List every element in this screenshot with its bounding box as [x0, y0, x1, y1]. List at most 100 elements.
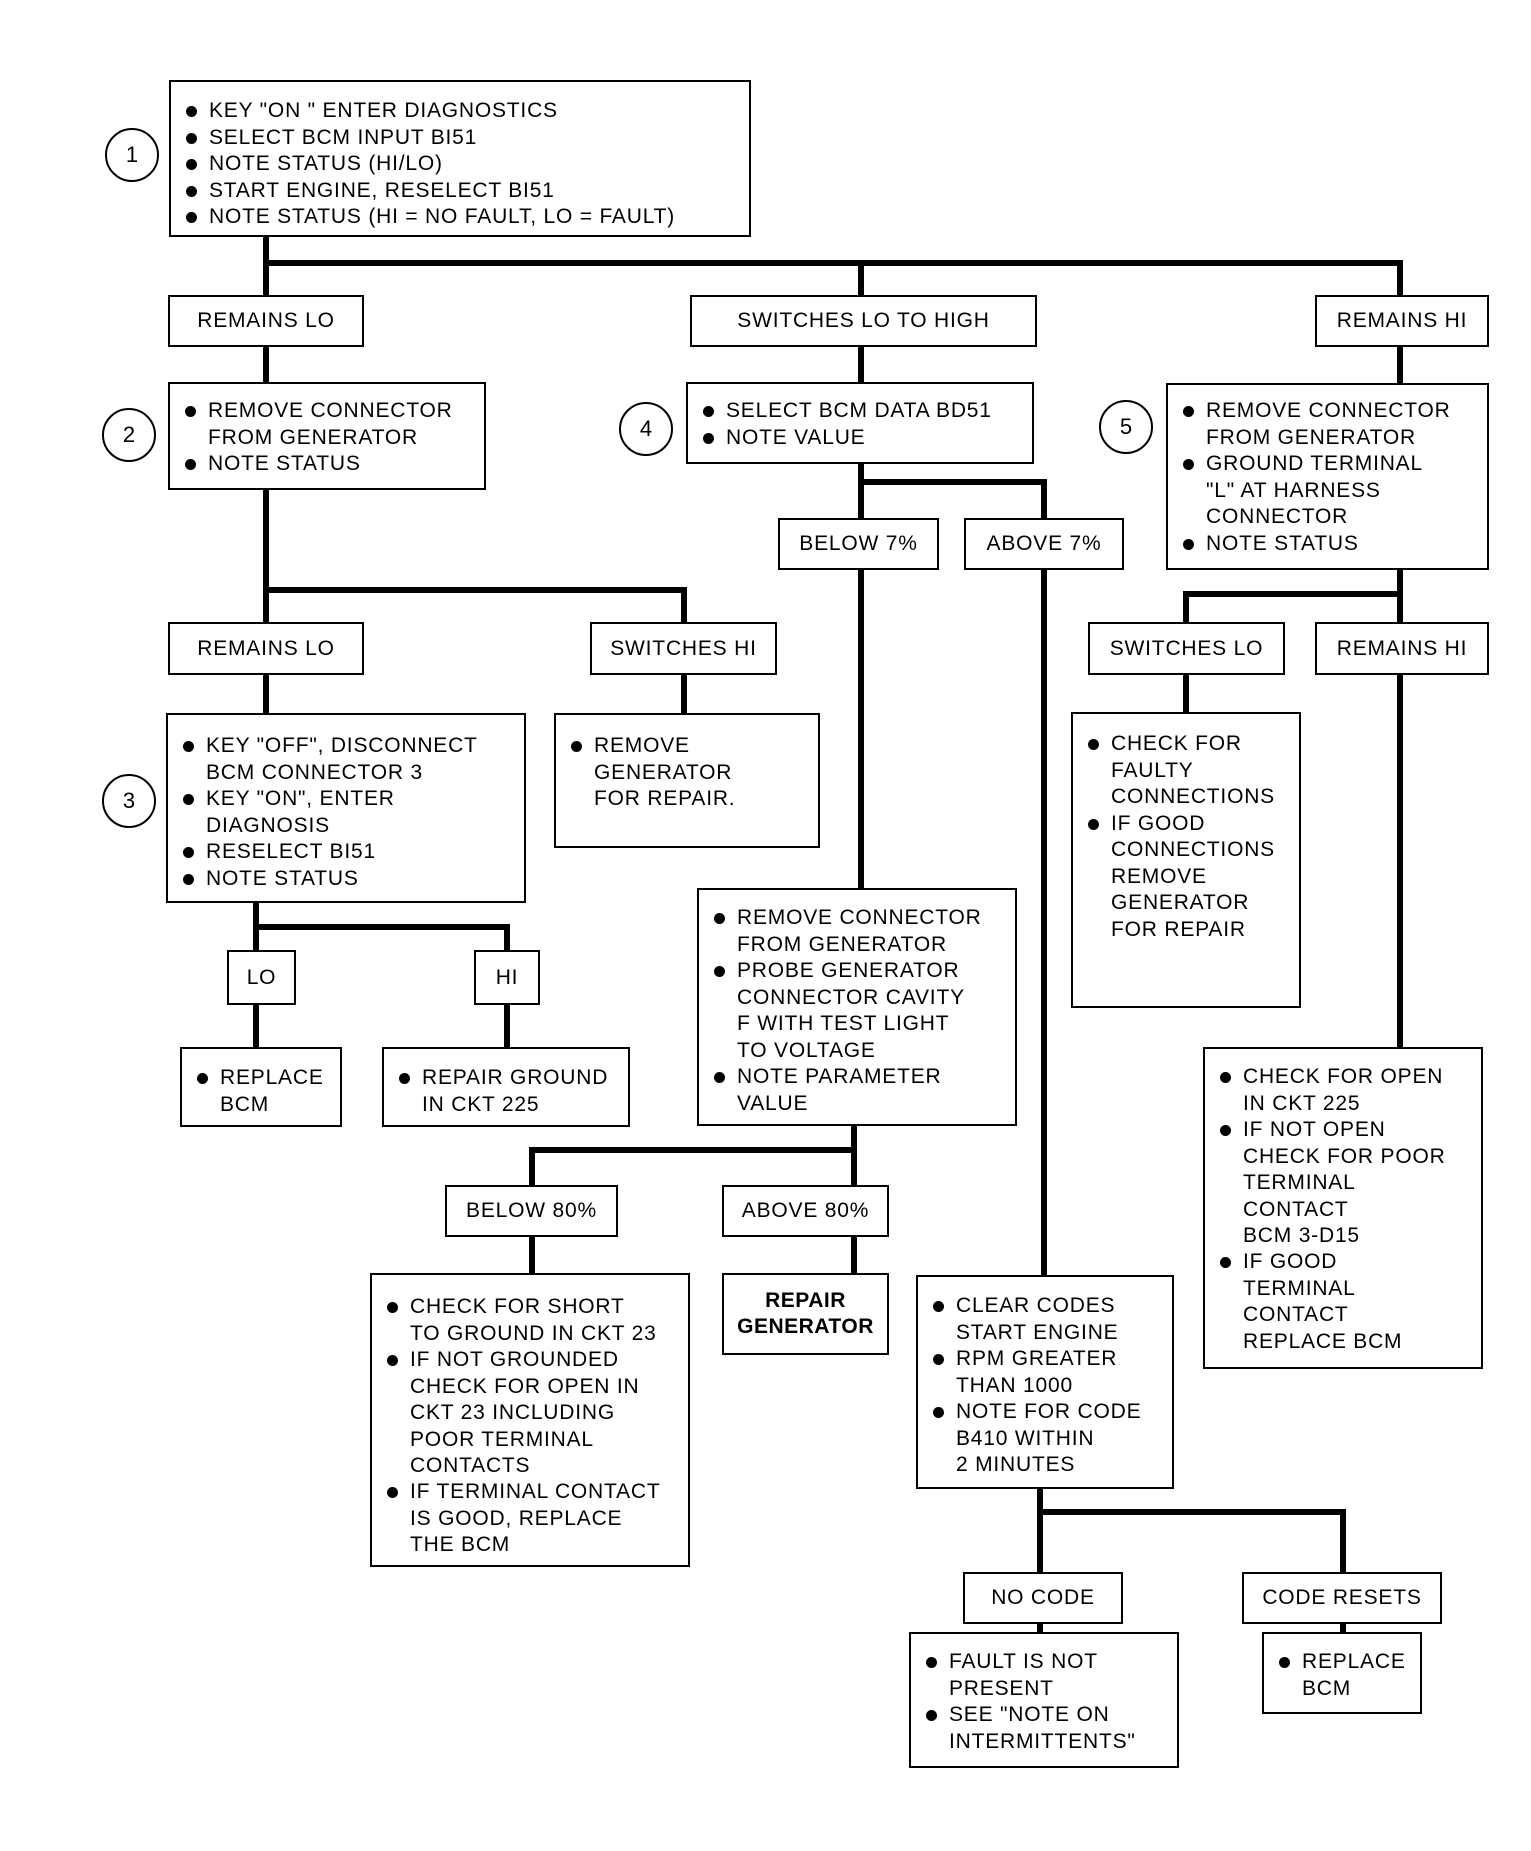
bullet-item: NOTE VALUE — [703, 425, 1026, 452]
bullet-text: CHECK FOR FAULTY CONNECTIONS — [1111, 732, 1275, 808]
label-remains-hi-2: REMAINS HI — [1315, 622, 1489, 675]
step3-box: KEY "OFF", DISCONNECT BCM CONNECTOR 3 KE… — [166, 713, 526, 903]
bullet-dot — [933, 1354, 944, 1365]
bullet-dot — [387, 1355, 398, 1366]
bullet-item: REMOVE GENERATOR FOR REPAIR. — [571, 733, 812, 813]
bullet-text: CLEAR CODES START ENGINE — [956, 1294, 1119, 1344]
bullet-text: GROUND TERMINAL "L" AT HARNESS CONNECTOR — [1206, 452, 1423, 528]
bullet-text: IF NOT GROUNDED CHECK FOR OPEN IN CKT 23… — [410, 1348, 640, 1477]
step2-box: REMOVE CONNECTOR FROM GENERATOR NOTE STA… — [168, 382, 486, 490]
step4-box: SELECT BCM DATA BD51 NOTE VALUE — [686, 382, 1034, 464]
bullet-dot — [933, 1407, 944, 1418]
bullet-text: SELECT BCM DATA BD51 — [726, 399, 992, 422]
step-number-3: 3 — [102, 774, 156, 828]
bullet-dot — [185, 459, 196, 470]
bullet-text: SEE "NOTE ON INTERMITTENTS" — [949, 1703, 1136, 1753]
bullet-item: KEY "ON " ENTER DIAGNOSTICS — [186, 98, 743, 125]
bullet-dot — [714, 913, 725, 924]
bullet-text: REMOVE GENERATOR FOR REPAIR. — [594, 734, 736, 810]
bullet-item: SELECT BCM INPUT BI51 — [186, 125, 743, 152]
bullet-item: START ENGINE, RESELECT BI51 — [186, 178, 743, 205]
bullet-item: REMOVE CONNECTOR FROM GENERATOR — [1183, 398, 1481, 451]
bullet-item: NOTE STATUS (HI = NO FAULT, LO = FAULT) — [186, 204, 743, 231]
bullet-item: KEY "OFF", DISCONNECT BCM CONNECTOR 3 — [183, 733, 518, 786]
label-code-resets: CODE RESETS — [1242, 1572, 1442, 1624]
bullet-item: CHECK FOR SHORT TO GROUND IN CKT 23 — [387, 1294, 682, 1347]
bullet-item: NOTE STATUS — [185, 451, 478, 478]
repair-ground-box: REPAIR GROUND IN CKT 225 — [382, 1047, 630, 1127]
bullet-dot — [186, 132, 197, 144]
bullet-text: NOTE STATUS — [206, 866, 359, 890]
bullet-dot — [1183, 459, 1194, 470]
bullet-dot — [1183, 539, 1194, 550]
bullet-text: RESELECT BI51 — [206, 840, 376, 863]
bullet-dot — [1088, 739, 1099, 750]
bullet-text: KEY "ON", ENTER DIAGNOSIS — [206, 787, 395, 837]
bullet-text: IF NOT OPEN CHECK FOR POOR TERMINAL CONT… — [1243, 1118, 1446, 1247]
label-remains-hi: REMAINS HI — [1315, 295, 1489, 347]
bullet-text: IF TERMINAL CONTACT IS GOOD, REPLACE THE… — [410, 1480, 661, 1556]
bullet-item: NOTE STATUS — [183, 866, 518, 893]
check-faulty-connections-box: CHECK FOR FAULTY CONNECTIONS IF GOOD CON… — [1071, 712, 1301, 1008]
label-switches-hi: SWITCHES HI — [590, 622, 777, 675]
bullet-text: REPAIR GROUND IN CKT 225 — [422, 1066, 609, 1116]
bullet-item: PROBE GENERATOR CONNECTOR CAVITY F WITH … — [714, 958, 1009, 1064]
bullet-text: START ENGINE, RESELECT BI51 — [209, 178, 555, 202]
bullet-dot — [185, 406, 196, 417]
bullet-dot — [1220, 1072, 1231, 1083]
bullet-text: NOTE STATUS — [208, 452, 361, 475]
label-below-80: BELOW 80% — [445, 1185, 618, 1237]
label-hi: HI — [474, 950, 540, 1005]
bullet-item: REMOVE CONNECTOR FROM GENERATOR — [714, 905, 1009, 958]
replace-bcm-box-2: REPLACE BCM — [1262, 1632, 1422, 1714]
check-open-225-box: CHECK FOR OPEN IN CKT 225 IF NOT OPEN CH… — [1203, 1047, 1483, 1369]
bullet-item: IF TERMINAL CONTACT IS GOOD, REPLACE THE… — [387, 1479, 682, 1559]
label-below-7: BELOW 7% — [778, 518, 939, 570]
bullet-text: NOTE FOR CODE B410 WITHIN 2 MINUTES — [956, 1400, 1142, 1476]
bullet-item: CHECK FOR FAULTY CONNECTIONS — [1088, 731, 1293, 811]
bullet-item: CLEAR CODES START ENGINE — [933, 1293, 1166, 1346]
bullet-item: REMOVE CONNECTOR FROM GENERATOR — [185, 398, 478, 451]
step-number-5: 5 — [1099, 400, 1153, 454]
bullet-dot — [183, 847, 194, 858]
bullet-text: FAULT IS NOT PRESENT — [949, 1650, 1098, 1700]
bullet-item: REPAIR GROUND IN CKT 225 — [399, 1065, 622, 1118]
check-short-box: CHECK FOR SHORT TO GROUND IN CKT 23 IF N… — [370, 1273, 690, 1567]
bullet-dot — [1088, 818, 1099, 830]
connector-clear-to-codes — [1037, 1483, 1346, 1575]
bullet-item: FAULT IS NOT PRESENT — [926, 1649, 1171, 1702]
bullet-item: IF NOT GROUNDED CHECK FOR OPEN IN CKT 23… — [387, 1347, 682, 1480]
bullet-item: KEY "ON", ENTER DIAGNOSIS — [183, 786, 518, 839]
repair-generator-text: REPAIR GENERATOR — [737, 1289, 874, 1338]
remove-generator-box: REMOVE GENERATOR FOR REPAIR. — [554, 713, 820, 848]
connector-step1-to-branches — [263, 232, 1403, 298]
step-number-1: 1 — [105, 128, 159, 182]
bullet-dot — [926, 1657, 937, 1668]
bullet-text: NOTE STATUS — [1206, 532, 1359, 555]
bullet-text: NOTE STATUS (HI = NO FAULT, LO = FAULT) — [209, 205, 676, 228]
bullet-item: CHECK FOR OPEN IN CKT 225 — [1220, 1064, 1475, 1117]
bullet-text: PROBE GENERATOR CONNECTOR CAVITY F WITH … — [737, 959, 965, 1062]
label-switches-lo-to-high: SWITCHES LO TO HIGH — [690, 295, 1037, 347]
bullet-text: NOTE STATUS (HI/LO) — [209, 152, 443, 175]
bullet-item: GROUND TERMINAL "L" AT HARNESS CONNECTOR — [1183, 451, 1481, 531]
label-above-7: ABOVE 7% — [964, 518, 1124, 570]
repair-generator-box: REPAIR GENERATOR — [722, 1273, 889, 1355]
label-remains-lo: REMAINS LO — [168, 295, 364, 347]
bullet-dot — [183, 741, 194, 752]
bullet-item: NOTE STATUS (HI/LO) — [186, 151, 743, 178]
bullet-dot — [926, 1710, 937, 1721]
bullet-item: IF GOOD TERMINAL CONTACT REPLACE BCM — [1220, 1249, 1475, 1355]
bullet-item: SEE "NOTE ON INTERMITTENTS" — [926, 1702, 1171, 1755]
bullet-text: IF GOOD TERMINAL CONTACT REPLACE BCM — [1243, 1250, 1403, 1353]
bullet-item: IF GOOD CONNECTIONS REMOVE GENERATOR FOR… — [1088, 811, 1293, 944]
connector-probe-to-80 — [529, 1121, 857, 1188]
bullet-dot — [186, 159, 197, 170]
bullet-item: IF NOT OPEN CHECK FOR POOR TERMINAL CONT… — [1220, 1117, 1475, 1250]
bullet-dot — [933, 1301, 944, 1312]
bullet-dot — [571, 741, 582, 752]
bullet-text: KEY "ON " ENTER DIAGNOSTICS — [209, 99, 558, 122]
bullet-text: NOTE PARAMETER VALUE — [737, 1065, 942, 1115]
